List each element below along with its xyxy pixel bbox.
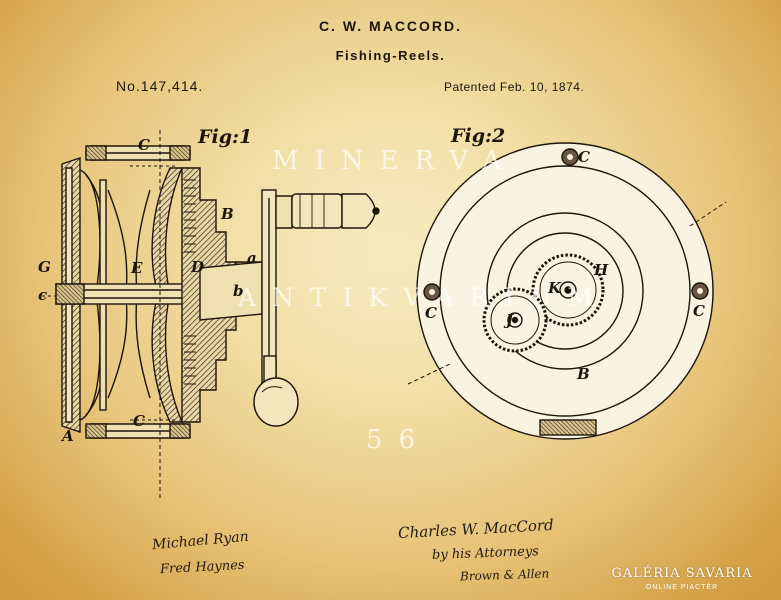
- fig2-letter-c-top: C: [578, 148, 590, 166]
- watermark-line-3: 56: [366, 425, 432, 455]
- fig1-letter-c-bottom: C: [133, 412, 145, 430]
- fig2-drawing: [407, 142, 727, 440]
- fig2-letter-c-left: C: [425, 304, 437, 322]
- watermark-line-2: ANTIKVARIUM: [238, 283, 609, 312]
- patent-number: No.147,414.: [116, 78, 204, 94]
- fig1-letter-e: E: [130, 259, 143, 277]
- fig1-letter-b: B: [220, 205, 234, 223]
- fig1-letter-b-small: b: [233, 282, 244, 300]
- fig2-label: Fig:2: [451, 125, 506, 147]
- fig1-label: Fig:1: [198, 126, 253, 148]
- fig1-letter-c-top: C: [138, 136, 150, 154]
- fig1-letter-g: G: [38, 258, 51, 276]
- patent-date: Patented Feb. 10, 1874.: [444, 80, 585, 94]
- fig2-letter-j: J: [503, 311, 514, 329]
- watermark-line-1: MINERVA: [272, 146, 518, 176]
- fig2-letter-k: K: [547, 279, 562, 297]
- fig1-letter-a-small: a: [247, 249, 257, 267]
- invention-title: Fishing-Reels.: [335, 48, 446, 63]
- fig1-drawing: [42, 130, 380, 500]
- fig1-letter-d: D: [190, 258, 204, 276]
- fig2-letter-c-right: C: [693, 302, 705, 320]
- fig1-letter-c-small: c: [38, 286, 47, 304]
- gallery-brand: GALÉRIA SAVARIA: [611, 566, 753, 581]
- fig1-letter-a-cap: A: [60, 427, 74, 445]
- gallery-brand-subtitle: ONLINE PIACTÉR: [645, 584, 719, 591]
- fig2-letter-b: B: [576, 365, 590, 383]
- inventor-name: C. W. MACCORD.: [318, 18, 463, 34]
- fig2-letter-h: H: [593, 261, 609, 279]
